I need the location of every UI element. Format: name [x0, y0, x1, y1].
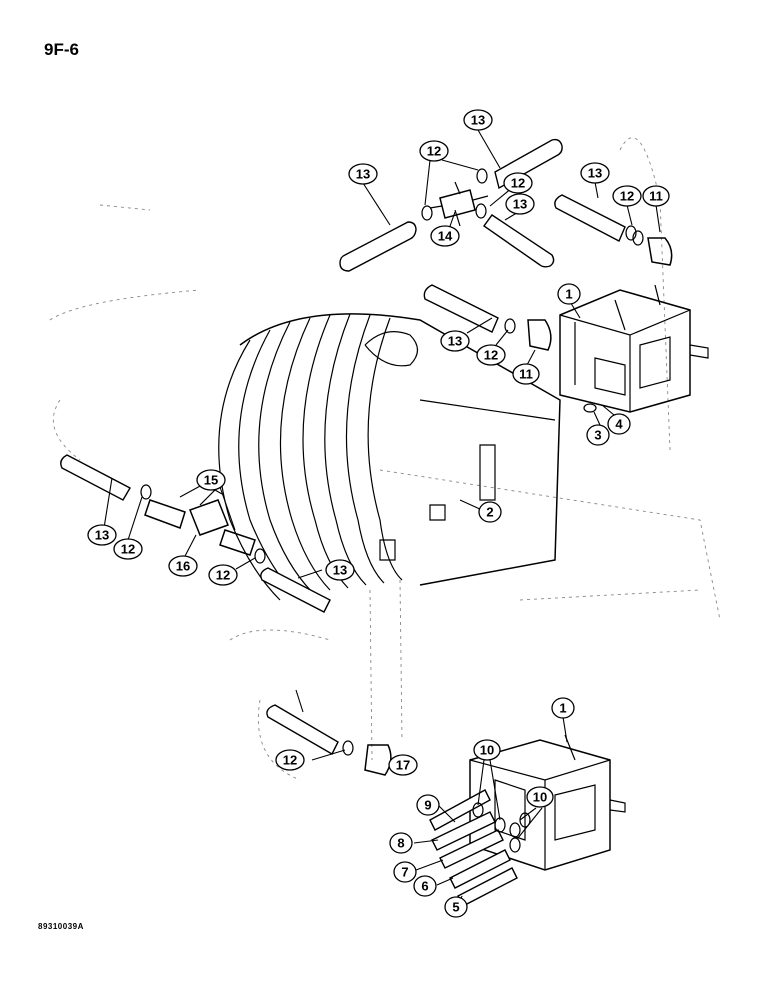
- elbow-fitting-middle: [527, 319, 552, 351]
- tube-bottom: [266, 704, 339, 755]
- svg-text:4: 4: [615, 417, 623, 432]
- callout-1-lower: 1: [551, 697, 575, 719]
- callout-4: 4: [607, 413, 631, 435]
- callout-2: 2: [478, 501, 502, 523]
- tube-left: [60, 454, 131, 501]
- callout-12-top-right: 12: [503, 172, 533, 194]
- svg-text:2: 2: [486, 505, 493, 520]
- callout-12-bottom: 12: [275, 749, 305, 771]
- svg-text:7: 7: [401, 865, 408, 880]
- svg-text:13: 13: [448, 334, 462, 349]
- fittings: [140, 168, 673, 853]
- hose-tubes: [60, 138, 626, 907]
- elbow-fitting-lower: [364, 744, 392, 776]
- svg-text:12: 12: [216, 568, 230, 583]
- svg-text:3: 3: [594, 428, 601, 443]
- svg-text:13: 13: [95, 528, 109, 543]
- svg-text:13: 13: [333, 563, 347, 578]
- svg-text:17: 17: [396, 758, 410, 773]
- callouts: 1 1 2 3 4 5 6 7 8 9 10 10 11 11 12 12 12…: [87, 109, 670, 918]
- svg-text:12: 12: [484, 348, 498, 363]
- tube-lower-middle: [260, 567, 331, 613]
- svg-text:12: 12: [427, 144, 441, 159]
- svg-text:13: 13: [356, 167, 370, 182]
- callout-8: 8: [389, 832, 413, 854]
- cross-fitting: [439, 189, 476, 219]
- svg-text:11: 11: [519, 367, 533, 382]
- callout-12-top: 12: [419, 140, 449, 162]
- svg-text:5: 5: [452, 900, 459, 915]
- svg-text:9: 9: [424, 798, 431, 813]
- callout-13-upper-right: 13: [580, 162, 610, 184]
- callout-12-lower-middle: 12: [208, 564, 238, 586]
- callout-5: 5: [444, 896, 468, 918]
- callout-13-top-right-angle: 13: [505, 193, 535, 215]
- callout-13-middle: 13: [440, 330, 470, 352]
- background-chassis: [49, 137, 721, 781]
- callout-9: 9: [416, 794, 440, 816]
- svg-text:6: 6: [421, 879, 428, 894]
- tube-middle: [423, 284, 499, 333]
- elbow-fitting-upper: [647, 237, 673, 266]
- callout-13-left: 13: [87, 524, 117, 546]
- callout-12-upper-right: 12: [612, 185, 642, 207]
- svg-text:12: 12: [511, 176, 525, 191]
- callout-1-upper: 1: [557, 283, 581, 305]
- svg-text:11: 11: [649, 189, 663, 204]
- drawing-code: 89310039A: [38, 922, 84, 931]
- svg-text:13: 13: [588, 166, 602, 181]
- callout-10-right: 10: [526, 786, 554, 808]
- callout-13-lower: 13: [325, 559, 355, 581]
- callout-12-middle: 12: [476, 344, 506, 366]
- svg-text:1: 1: [559, 701, 566, 716]
- svg-text:16: 16: [176, 559, 190, 574]
- callout-16: 16: [168, 555, 198, 577]
- tank: [218, 313, 561, 601]
- ball-valve: [189, 499, 229, 536]
- callout-15: 15: [196, 469, 226, 491]
- svg-text:12: 12: [121, 542, 135, 557]
- callout-13-top-left: 13: [348, 163, 378, 185]
- valve-box-upper: [559, 284, 709, 413]
- page-code: 9F-6: [44, 40, 79, 59]
- svg-text:1: 1: [565, 287, 572, 302]
- tube-top-right-angle: [483, 214, 555, 268]
- svg-text:8: 8: [397, 836, 404, 851]
- callout-11-upper: 11: [642, 185, 670, 207]
- tube-top-left: [339, 221, 417, 272]
- callout-10-left: 10: [473, 739, 501, 761]
- svg-text:15: 15: [204, 473, 218, 488]
- svg-text:10: 10: [533, 790, 547, 805]
- callout-3: 3: [586, 424, 610, 446]
- svg-text:13: 13: [513, 197, 527, 212]
- svg-text:14: 14: [438, 229, 453, 244]
- callout-12-left: 12: [113, 538, 143, 560]
- svg-text:13: 13: [471, 113, 485, 128]
- callout-11-middle: 11: [512, 363, 540, 385]
- callout-7: 7: [393, 861, 417, 883]
- callout-6: 6: [413, 875, 437, 897]
- svg-text:12: 12: [620, 189, 634, 204]
- callout-14: 14: [430, 225, 460, 247]
- svg-text:10: 10: [480, 743, 494, 758]
- callout-13-top: 13: [463, 109, 493, 131]
- callout-17: 17: [388, 754, 418, 776]
- tube-top-right: [554, 194, 626, 242]
- svg-text:12: 12: [283, 753, 297, 768]
